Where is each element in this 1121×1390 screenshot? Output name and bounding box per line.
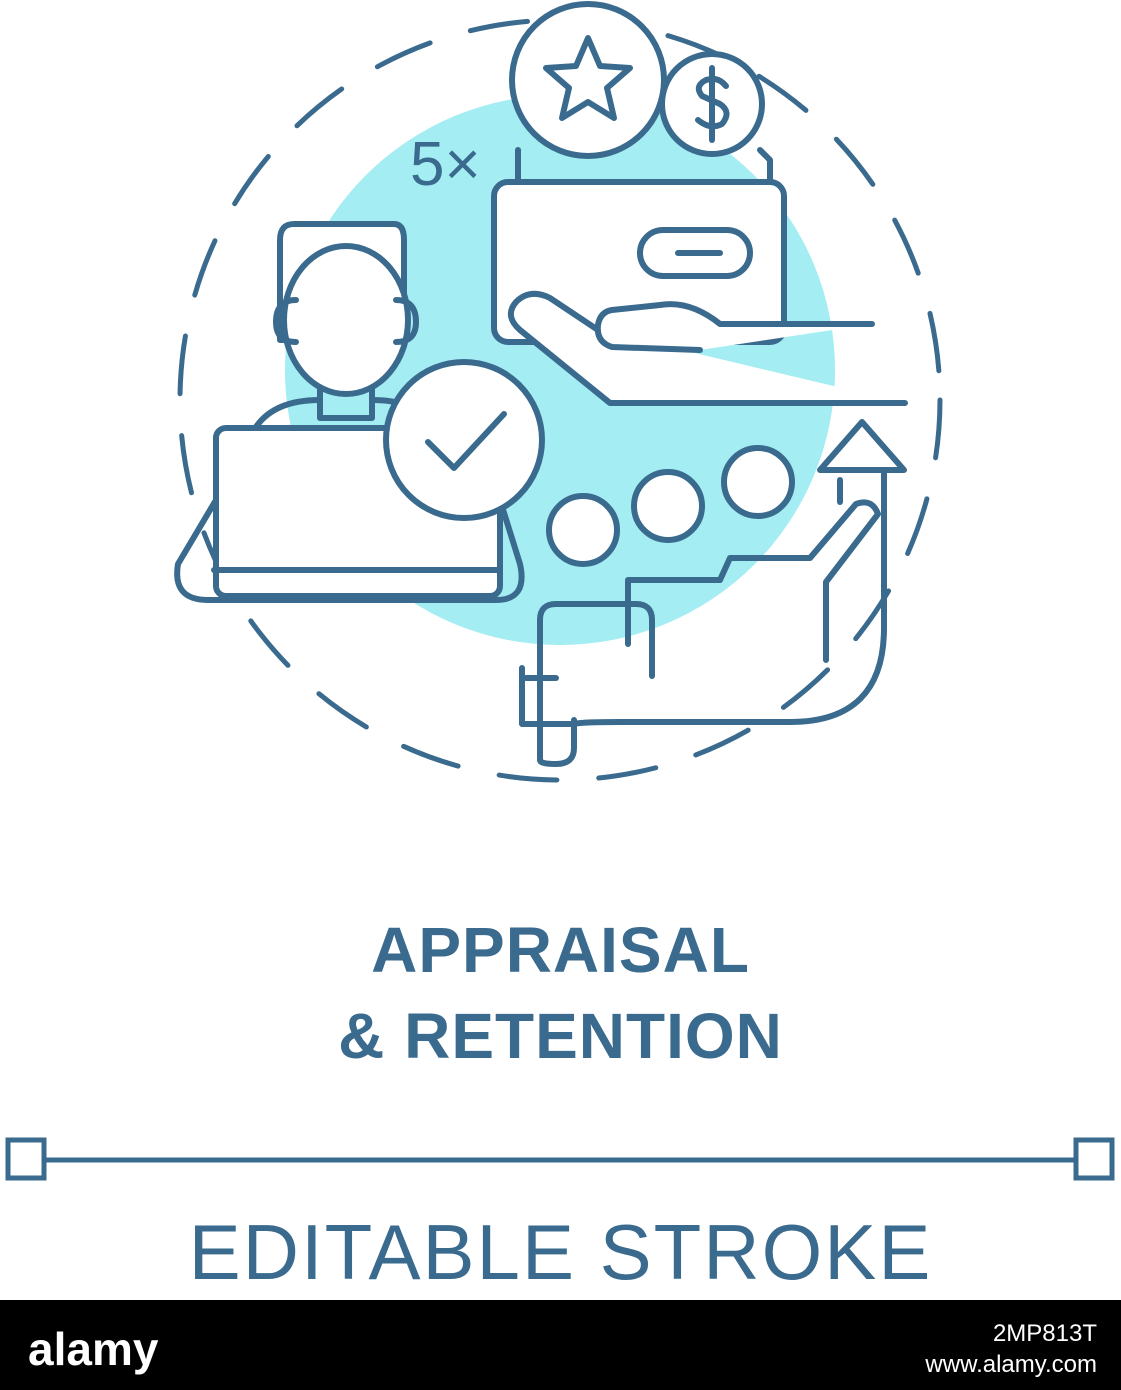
hand-icon	[507, 290, 908, 406]
editable-stroke-line	[5, 1137, 1115, 1181]
title-line-1: APPRAISAL	[371, 914, 750, 986]
start-handle	[5, 1137, 47, 1181]
team-icon	[537, 445, 881, 767]
star-icon	[509, 1, 667, 159]
watermark-bar: alamy 2MP813T www.alamy.com	[0, 1300, 1121, 1390]
multiplier-label: 5×	[410, 130, 481, 199]
growth-arrow-icon	[519, 419, 907, 727]
appraisal-retention-illustration: 5×	[174, 1, 943, 783]
image-id: 2MP813T	[992, 1320, 1097, 1347]
title-line-2: & RETENTION	[338, 1000, 783, 1072]
dashed-circle	[177, 17, 943, 783]
checkmark-icon	[383, 359, 545, 521]
end-handle	[1073, 1137, 1115, 1181]
image-id-block: 2MP813T www.alamy.com	[925, 1318, 1097, 1380]
brand-logo: alamy	[28, 1323, 159, 1375]
site-url: www.alamy.com	[925, 1351, 1097, 1379]
dollar-coin-icon	[659, 51, 765, 157]
editable-stroke-label: EDITABLE STROKE	[188, 1208, 933, 1296]
